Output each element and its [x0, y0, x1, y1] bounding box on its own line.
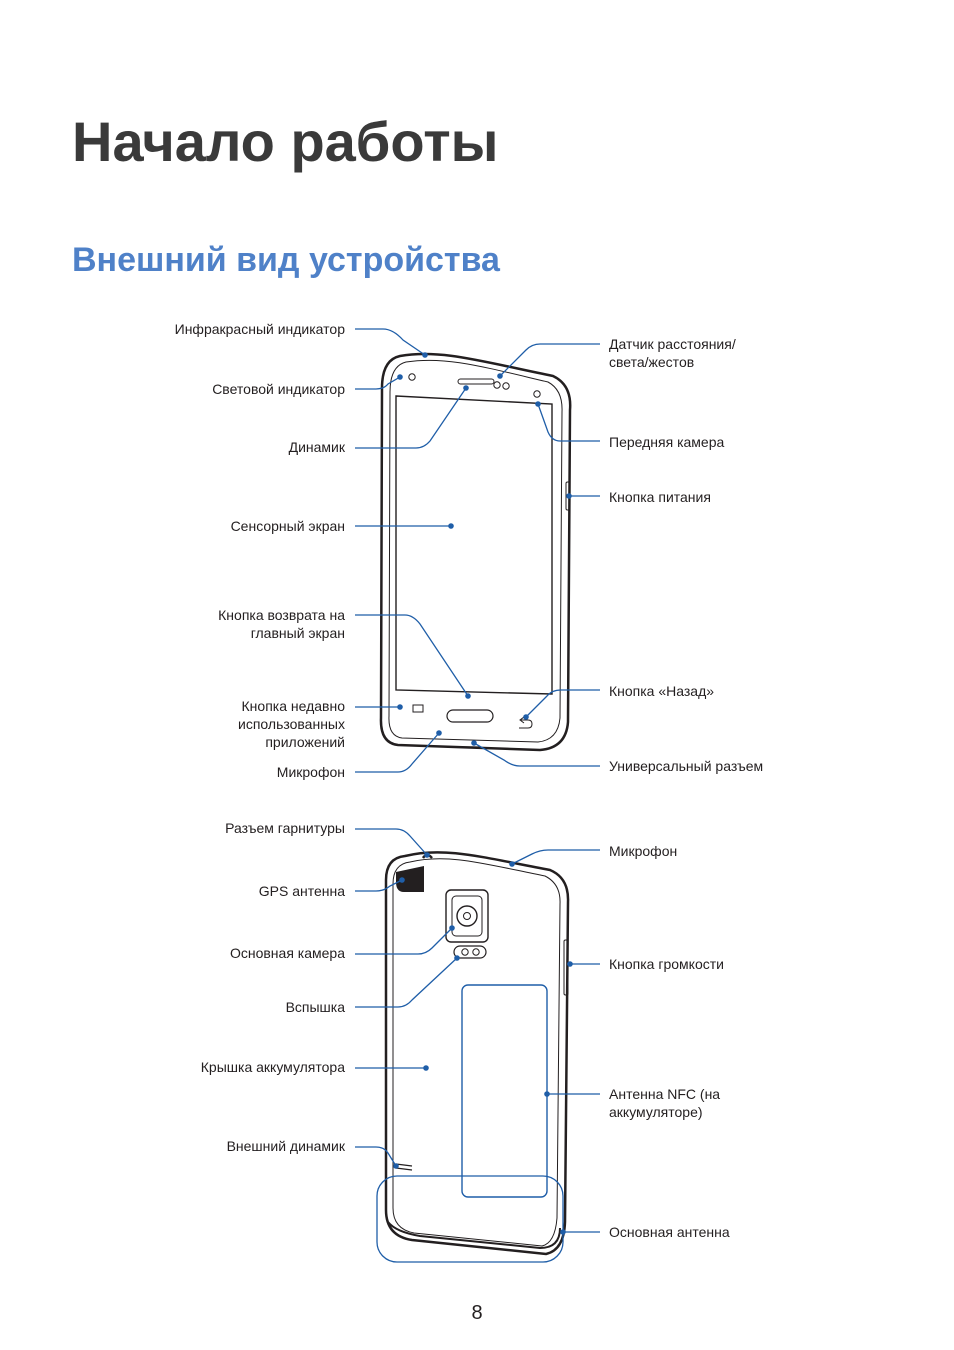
label-volume-button: Кнопка громкости [609, 956, 724, 972]
main-antenna-region [376, 1175, 564, 1263]
back-callout-lines [355, 828, 600, 1233]
label-recent-apps-button: Кнопка недавно использованных приложений [238, 698, 345, 750]
label-battery-cover: Крышка аккумулятора [200, 1059, 345, 1075]
speaker-grille-icon [395, 1163, 413, 1171]
front-callout-lines [355, 328, 600, 773]
label-gps-antenna: GPS антенна [258, 883, 345, 899]
earpiece-grille [457, 378, 495, 385]
recent-apps-icon [412, 704, 424, 713]
label-headset-jack: Разъем гарнитуры [225, 820, 345, 836]
label-touchscreen: Сенсорный экран [230, 518, 345, 534]
back-callout-dots [393, 852, 573, 1235]
label-home-button: Кнопка возврата на главный экран [218, 607, 345, 641]
volume-button-shape [563, 939, 569, 996]
back-arrow-icon [519, 716, 533, 729]
label-ir-led: Инфракрасный индикатор [174, 321, 345, 337]
page-number: 8 [471, 1302, 483, 1324]
label-back-button: Кнопка «Назад» [609, 683, 715, 699]
front-callout-dots [397, 352, 572, 746]
label-nfc-antenna: Антенна NFC (на аккумуляторе) [609, 1086, 721, 1120]
label-external-speaker: Внешний динамик [226, 1138, 345, 1154]
label-front-camera: Передняя камера [609, 434, 725, 450]
rear-camera-lens [456, 905, 478, 927]
gps-antenna-area [396, 866, 424, 892]
label-notification-led: Световой индикатор [212, 381, 345, 397]
label-multipurpose-jack: Универсальный разъем [609, 758, 764, 774]
nfc-antenna-outline [461, 984, 548, 1198]
label-flash: Вспышка [285, 999, 345, 1015]
chapter-title: Начало работы [72, 110, 499, 173]
flash-module [453, 945, 487, 959]
rear-camera-module [445, 889, 489, 943]
label-rear-camera: Основная камера [229, 945, 345, 961]
label-rear-microphone: Микрофон [609, 843, 678, 859]
label-proximity-sensor: Датчик расстояния/ света/жестов [609, 336, 736, 370]
section-title: Внешний вид устройства [72, 241, 500, 279]
home-button-shape [446, 709, 494, 723]
label-front-microphone: Микрофон [276, 764, 345, 780]
front-camera-lens [533, 390, 541, 398]
label-power-button: Кнопка питания [609, 489, 711, 505]
label-main-antenna: Основная антенна [609, 1224, 730, 1240]
back-phone-illustration [376, 851, 570, 1263]
label-earpiece: Динамик [288, 439, 345, 455]
notification-led-dot [408, 373, 416, 381]
